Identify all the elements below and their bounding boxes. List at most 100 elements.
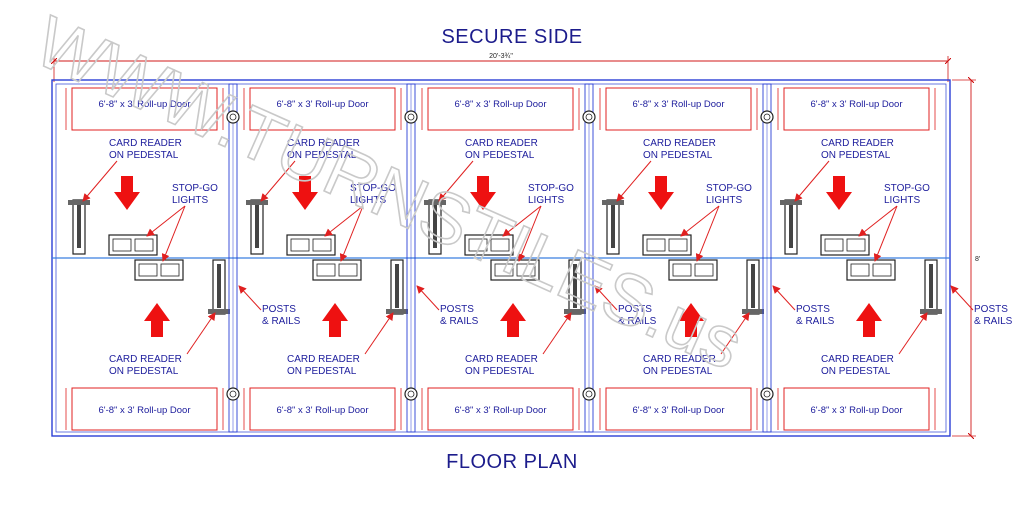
door-top [427, 87, 574, 131]
stop-go-label: STOP-GO [706, 183, 752, 194]
card-reader-bottom-label: CARD READER [465, 354, 538, 365]
card-reader-bottom-label-2: ON PEDESTAL [465, 366, 535, 377]
door-top-label: 6'-8" x 3' Roll-up Door [98, 99, 190, 110]
door-bottom-label: 6'-8" x 3' Roll-up Door [276, 405, 368, 416]
card-reader-top-label-2: ON PEDESTAL [643, 150, 713, 161]
arrow-up-icon [322, 303, 348, 337]
card-reader-bottom-label-2: ON PEDESTAL [821, 366, 891, 377]
arrow-up-icon [856, 303, 882, 337]
stop-go-label: STOP-GO [172, 183, 218, 194]
height-dimension: 8' [952, 80, 980, 436]
stop-go-label: STOP-GO [884, 183, 930, 194]
door-bottom [71, 387, 218, 431]
arrow-down-icon [470, 176, 496, 210]
door-top-label: 6'-8" x 3' Roll-up Door [276, 99, 368, 110]
stop-go-label-2: LIGHTS [884, 195, 920, 206]
door-top-label: 6'-8" x 3' Roll-up Door [632, 99, 724, 110]
lane-4: 6'-8" x 3' Roll-up Door 6'-8" x 3' Roll-u… [582, 83, 835, 433]
card-reader-top-label: CARD READER [643, 138, 716, 149]
card-reader-top-label-2: ON PEDESTAL [821, 150, 891, 161]
post-icon [582, 110, 596, 124]
secure-side-title: SECURE SIDE [441, 26, 583, 48]
stop-go-light-lower [846, 259, 896, 281]
posts-rails-label: POSTS [796, 304, 830, 315]
door-bottom [605, 387, 752, 431]
posts-rails-label: POSTS [974, 304, 1008, 315]
stop-go-light-lower [490, 259, 540, 281]
card-reader-bottom-label: CARD READER [109, 354, 182, 365]
height-dimension-label: 8' [975, 256, 980, 263]
door-bottom-label: 6'-8" x 3' Roll-up Door [454, 405, 546, 416]
posts-rails-label-2: & RAILS [618, 316, 657, 327]
door-bottom-label: 6'-8" x 3' Roll-up Door [98, 405, 190, 416]
arrow-up-icon [144, 303, 170, 337]
card-reader-top-label-2: ON PEDESTAL [287, 150, 357, 161]
post-icon [404, 110, 418, 124]
posts-rails-label: POSTS [262, 304, 296, 315]
stop-go-label: STOP-GO [528, 183, 574, 194]
card-reader-bottom-label: CARD READER [643, 354, 716, 365]
door-top [71, 87, 218, 131]
card-reader-bottom-label: CARD READER [821, 354, 894, 365]
door-bottom [427, 387, 574, 431]
lane-5: 6'-8" x 3' Roll-up Door 6'-8" x 3' Roll-u… [760, 83, 1013, 433]
stop-go-label: STOP-GO [350, 183, 396, 194]
card-reader-top-label: CARD READER [821, 138, 894, 149]
door-top-label: 6'-8" x 3' Roll-up Door [810, 99, 902, 110]
stop-go-light-upper [108, 234, 158, 256]
card-reader-top-label: CARD READER [465, 138, 538, 149]
posts-rails-label: POSTS [440, 304, 474, 315]
post-icon [226, 387, 240, 401]
post-icon [760, 110, 774, 124]
posts-rails-label-2: & RAILS [262, 316, 301, 327]
arrow-down-icon [114, 176, 140, 210]
stop-go-light-lower [312, 259, 362, 281]
arrow-up-icon [678, 303, 704, 337]
door-bottom-label: 6'-8" x 3' Roll-up Door [632, 405, 724, 416]
arrow-down-icon [292, 176, 318, 210]
arrow-up-icon [500, 303, 526, 337]
posts-rails-label-2: & RAILS [974, 316, 1013, 327]
post-icon [226, 110, 240, 124]
stop-go-light-lower [668, 259, 718, 281]
card-reader-top-label-2: ON PEDESTAL [109, 150, 179, 161]
card-reader-bottom-label-2: ON PEDESTAL [109, 366, 179, 377]
stop-go-light-upper [464, 234, 514, 256]
post-icon [582, 387, 596, 401]
card-reader-top-label-2: ON PEDESTAL [465, 150, 535, 161]
width-dimension-label: 20'-3¾" [489, 53, 513, 60]
door-top [249, 87, 396, 131]
lane-1: 6'-8" x 3' Roll-up Door 6'-8" x 3' Roll-u… [65, 87, 301, 431]
stop-go-light-upper [820, 234, 870, 256]
lane-2: 6'-8" x 3' Roll-up Door 6'-8" x 3' Roll-u… [226, 83, 479, 433]
card-reader-bottom-label-2: ON PEDESTAL [287, 366, 357, 377]
floor-plan-title: FLOOR PLAN [446, 451, 578, 473]
card-reader-top-label: CARD READER [109, 138, 182, 149]
arrow-down-icon [826, 176, 852, 210]
door-bottom-label: 6'-8" x 3' Roll-up Door [810, 405, 902, 416]
stop-go-label-2: LIGHTS [350, 195, 386, 206]
outer-frame [51, 79, 951, 437]
door-top [605, 87, 752, 131]
width-dimension: 20'-3¾" [54, 53, 948, 82]
stop-go-label-2: LIGHTS [528, 195, 564, 206]
posts-rails-label: POSTS [618, 304, 652, 315]
card-reader-bottom-label-2: ON PEDESTAL [643, 366, 713, 377]
posts-rails-label-2: & RAILS [796, 316, 835, 327]
card-reader-bottom-label: CARD READER [287, 354, 360, 365]
stop-go-light-lower [134, 259, 184, 281]
door-top-label: 6'-8" x 3' Roll-up Door [454, 99, 546, 110]
door-bottom [783, 387, 930, 431]
stop-go-label-2: LIGHTS [172, 195, 208, 206]
stop-go-light-upper [642, 234, 692, 256]
door-top [783, 87, 930, 131]
stop-go-label-2: LIGHTS [706, 195, 742, 206]
post-icon [760, 387, 774, 401]
card-reader-top-label: CARD READER [287, 138, 360, 149]
stop-go-light-upper [286, 234, 336, 256]
posts-rails-label-2: & RAILS [440, 316, 479, 327]
arrow-down-icon [648, 176, 674, 210]
lane-3: 6'-8" x 3' Roll-up Door 6'-8" x 3' Roll-u… [404, 83, 657, 433]
